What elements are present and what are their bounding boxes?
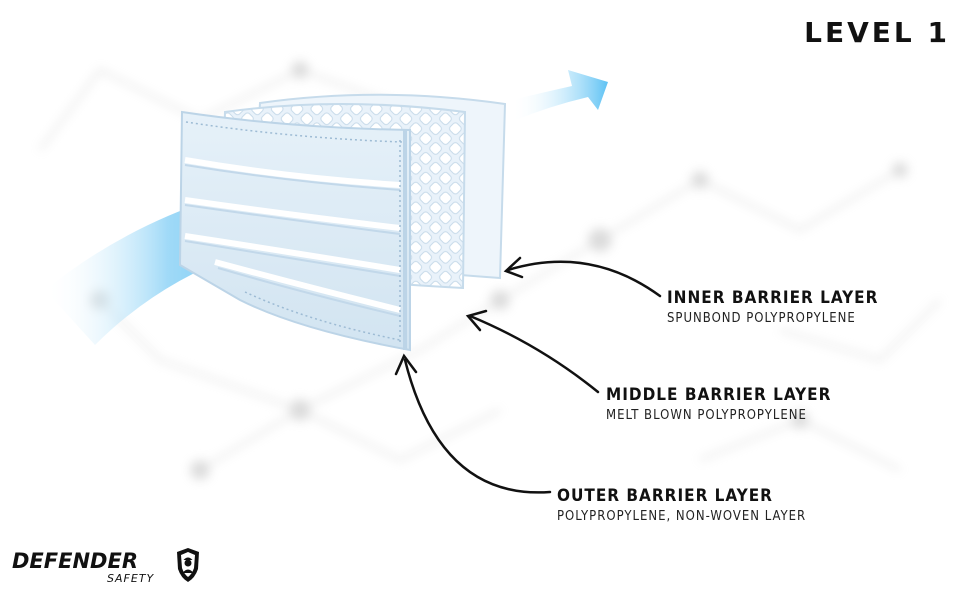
outer-pointer bbox=[405, 360, 550, 492]
middle-layer-material: MELT BLOWN POLYPROPYLENE bbox=[606, 408, 831, 423]
outer-layer-name: OUTER BARRIER LAYER bbox=[557, 486, 806, 506]
middle-layer-label: MIDDLE BARRIER LAYER MELT BLOWN POLYPROP… bbox=[606, 385, 831, 423]
brand-logo: DEFENDER SAFETY bbox=[12, 547, 202, 589]
outer-layer-material: POLYPROPYLENE, NON-WOVEN LAYER bbox=[557, 509, 806, 524]
inner-layer-label: INNER BARRIER LAYER SPUNBOND POLYPROPYLE… bbox=[667, 288, 878, 326]
outer-layer bbox=[180, 112, 410, 350]
middle-layer-name: MIDDLE BARRIER LAYER bbox=[606, 385, 831, 405]
level-title: LEVEL 1 bbox=[804, 16, 950, 49]
inner-layer-material: SPUNBOND POLYPROPYLENE bbox=[667, 311, 878, 326]
shield-icon bbox=[176, 547, 200, 583]
brand-name: DEFENDER bbox=[12, 549, 138, 573]
airflow-out-arrow bbox=[512, 70, 608, 120]
brand-tagline: SAFETY bbox=[107, 572, 154, 585]
outer-layer-label: OUTER BARRIER LAYER POLYPROPYLENE, NON-W… bbox=[557, 486, 806, 524]
inner-pointer bbox=[508, 262, 660, 296]
middle-pointer bbox=[470, 316, 598, 392]
inner-layer-name: INNER BARRIER LAYER bbox=[667, 288, 878, 308]
pointer-arrows bbox=[396, 258, 660, 492]
